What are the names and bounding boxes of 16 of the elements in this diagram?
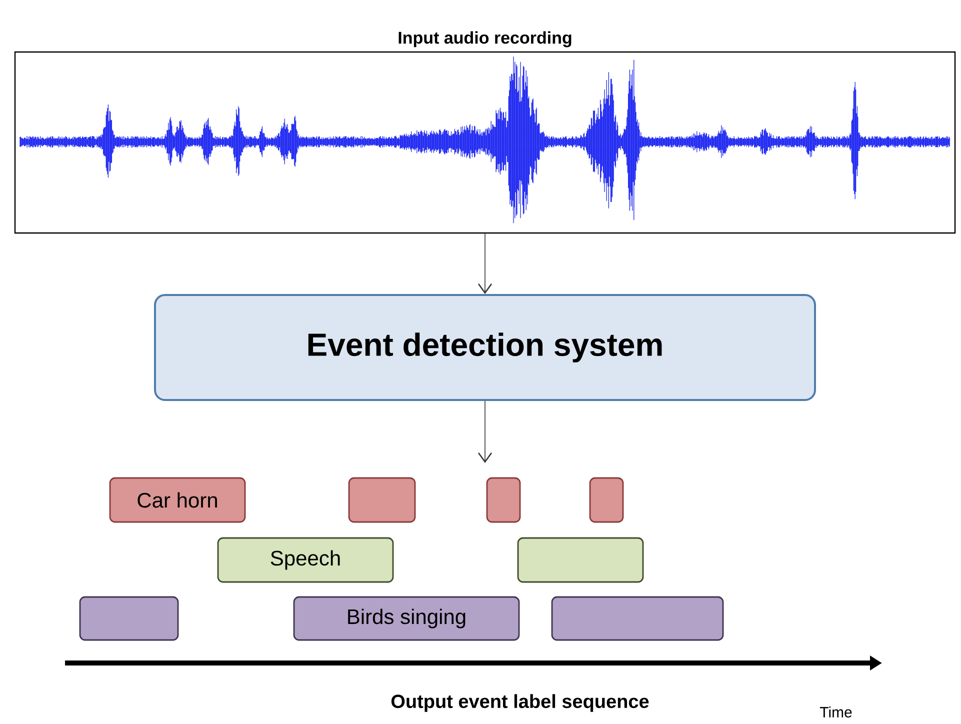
node-label: Input audio recording	[398, 31, 572, 48]
waveform-panel: Input audio recording	[14, 31, 956, 234]
event-bar: Speech	[217, 537, 394, 583]
arrow	[478, 233, 492, 294]
event-bar	[517, 537, 644, 583]
event-bar: Birds singing	[293, 596, 520, 641]
axis-caption: Output event label sequence	[391, 694, 649, 712]
process-box: Event detection system	[154, 294, 816, 401]
arrow	[478, 400, 492, 464]
axis-label: Time	[820, 706, 852, 718]
event-bar	[589, 477, 624, 523]
event-bar	[486, 477, 521, 523]
event-bar	[551, 596, 724, 641]
event-bar	[348, 477, 416, 523]
event-bar	[79, 596, 179, 641]
event-bar: Car horn	[109, 477, 246, 523]
